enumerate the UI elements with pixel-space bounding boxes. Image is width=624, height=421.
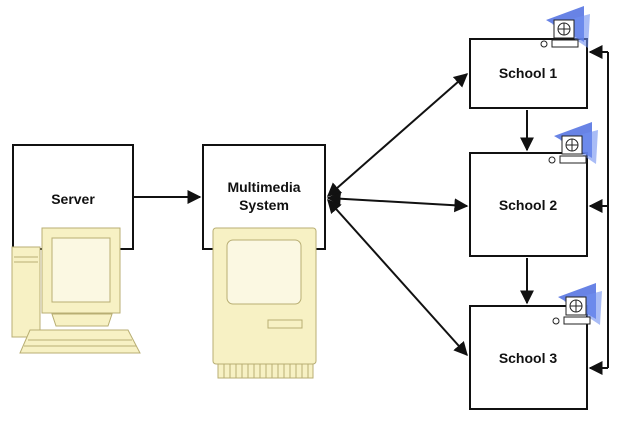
school-3-label: School 3 [498,350,558,366]
school-1-label: School 1 [498,65,558,81]
workstation-globe-icon [548,122,598,164]
multimedia-system-label: Multimedia System [227,179,301,213]
workstation-globe-icon [552,283,602,325]
workstation-globe-icon [540,6,590,48]
mac-computer-icon [212,227,317,379]
multimedia-school2-arrow [326,191,469,213]
school-1-box [469,38,588,109]
server-label: Server [51,191,95,207]
multimedia-school1-arrow [326,73,469,197]
school-2-label: School 2 [498,197,558,213]
school-2-box [469,152,588,257]
desktop-computer-icon [11,227,141,354]
multimedia-school3-arrow [327,198,468,357]
